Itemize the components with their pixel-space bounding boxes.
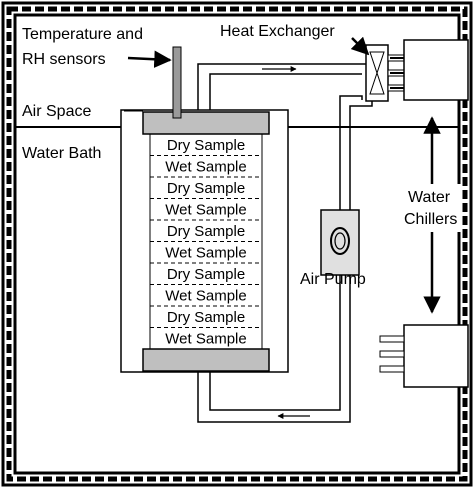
heat-exchanger-label: Heat Exchanger [220, 23, 335, 40]
sample-layer-label: Wet Sample [165, 287, 246, 304]
chillers-label-line2: Chillers [404, 211, 457, 228]
sensors-label-line2: RH sensors [22, 51, 106, 68]
water-chiller-top [390, 39, 469, 101]
air-pump [320, 209, 360, 276]
sample-layer-label: Wet Sample [165, 158, 246, 175]
sensor-probe [172, 46, 182, 119]
sample-layer-label: Wet Sample [165, 330, 246, 347]
air-space-label: Air Space [22, 103, 91, 120]
sample-layer-label: Dry Sample [167, 137, 245, 154]
water-chiller-bottom [379, 324, 469, 388]
chillers-label-line1: Water [408, 189, 451, 206]
sample-layer-label: Dry Sample [167, 309, 245, 326]
sensor-arrow [127, 50, 172, 68]
chillers-label-bg [404, 184, 462, 232]
top-cap [142, 111, 270, 135]
sample-layer-label: Wet Sample [165, 201, 246, 218]
water-bath-label: Water Bath [22, 145, 101, 162]
sample-layer-label: Dry Sample [167, 266, 245, 283]
sample-layer-label: Dry Sample [167, 180, 245, 197]
air-pump-label: Air Pump [300, 271, 366, 288]
sample-layer-label: Dry Sample [167, 223, 245, 240]
sample-layer-label: Wet Sample [165, 244, 246, 261]
sensors-label-line1: Temperature and [22, 26, 143, 43]
heat-exchanger-arrow [350, 36, 370, 56]
bottom-cap [142, 348, 270, 372]
